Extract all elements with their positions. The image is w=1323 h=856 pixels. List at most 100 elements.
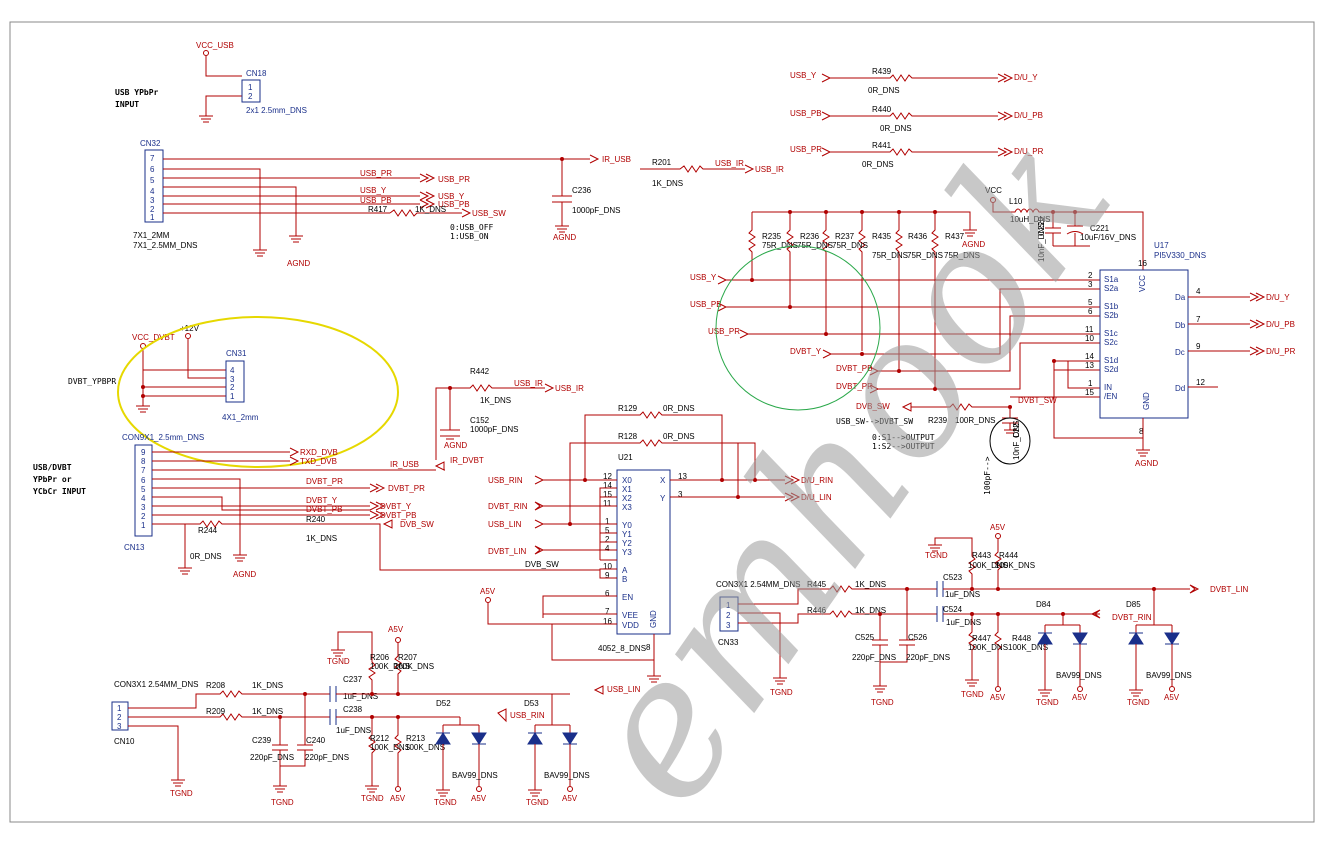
svg-text:EN: EN bbox=[622, 593, 633, 602]
connector-cn31: VCC_DVBT +12V CN31 4 3 2 1 4X1_2mm DVBT_… bbox=[68, 324, 259, 422]
svg-text:13: 13 bbox=[678, 472, 687, 481]
svg-text:AGND: AGND bbox=[287, 259, 310, 268]
connector-cn18: VCC_USB CN18 1 2 2x1 2.5mm_DNS bbox=[196, 41, 307, 123]
ref-label: CN31 bbox=[226, 349, 247, 358]
svg-text:13: 13 bbox=[1085, 361, 1094, 370]
svg-text:1: 1 bbox=[726, 601, 731, 610]
svg-text:A5V: A5V bbox=[1164, 693, 1180, 702]
highlight-circle-green bbox=[715, 245, 881, 411]
ref-label: U21 bbox=[618, 453, 633, 462]
svg-text:100K_DNS: 100K_DNS bbox=[394, 662, 434, 671]
ref-label: CN18 bbox=[246, 69, 267, 78]
svg-text:C152: C152 bbox=[470, 416, 490, 425]
svg-text:USB_IR: USB_IR bbox=[555, 384, 584, 393]
svg-text:VCC_DVBT: VCC_DVBT bbox=[132, 333, 175, 342]
value-label: CON3X1 2.54MM_DNS bbox=[114, 680, 198, 689]
ref-label: U17 bbox=[1154, 241, 1169, 250]
svg-text:10: 10 bbox=[1085, 334, 1094, 343]
svg-text:X1: X1 bbox=[622, 485, 632, 494]
svg-text:100K_DNS: 100K_DNS bbox=[405, 743, 445, 752]
svg-text:8: 8 bbox=[646, 643, 651, 652]
svg-text:75R_DNS: 75R_DNS bbox=[762, 241, 798, 250]
svg-text:4: 4 bbox=[150, 187, 155, 196]
svg-text:1K_DNS: 1K_DNS bbox=[252, 707, 283, 716]
svg-text:3: 3 bbox=[678, 490, 683, 499]
svg-text:0R_DNS: 0R_DNS bbox=[663, 432, 695, 441]
section-usb-dvbt: USB/DVBT YPbPr or YCbCr INPUT bbox=[33, 463, 86, 496]
power-filter: VCC L10 10uH_DNS 10nF_DNS C220 C221 10uF… bbox=[985, 186, 1144, 270]
svg-text:GND: GND bbox=[1142, 392, 1151, 410]
svg-text:D84: D84 bbox=[1036, 600, 1051, 609]
svg-text:TGND: TGND bbox=[1127, 698, 1150, 707]
svg-text:S1d: S1d bbox=[1104, 356, 1118, 365]
svg-text:R212: R212 bbox=[370, 734, 390, 743]
svg-text:IR_USB: IR_USB bbox=[602, 155, 631, 164]
svg-text:75R_DNS: 75R_DNS bbox=[872, 251, 908, 260]
svg-text:USB_Y: USB_Y bbox=[690, 273, 717, 282]
svg-text:7: 7 bbox=[141, 466, 146, 475]
svg-text:USB_Y: USB_Y bbox=[790, 71, 817, 80]
svg-text:R440: R440 bbox=[872, 105, 892, 114]
svg-text:Dc: Dc bbox=[1175, 348, 1185, 357]
svg-text:7: 7 bbox=[605, 607, 610, 616]
svg-text:R207: R207 bbox=[398, 653, 418, 662]
svg-text:75R_DNS: 75R_DNS bbox=[832, 241, 868, 250]
svg-text:R436: R436 bbox=[908, 232, 928, 241]
svg-text:D/U_LIN: D/U_LIN bbox=[801, 493, 832, 502]
svg-text:R244: R244 bbox=[198, 526, 218, 535]
svg-text:R435: R435 bbox=[872, 232, 892, 241]
svg-text:100pF-->: 100pF--> bbox=[983, 456, 992, 495]
svg-text:TGND: TGND bbox=[526, 798, 549, 807]
svg-text:0R_DNS: 0R_DNS bbox=[190, 552, 222, 561]
svg-text:AGND: AGND bbox=[553, 233, 576, 242]
svg-text:C238: C238 bbox=[343, 705, 363, 714]
svg-text:S1c: S1c bbox=[1104, 329, 1118, 338]
svg-text:R441: R441 bbox=[872, 141, 892, 150]
termination-resistors: AGND R235 75R_DNS R236 75R_DNS R237 75R_… bbox=[748, 210, 985, 387]
svg-text:1K_DNS: 1K_DNS bbox=[855, 606, 886, 615]
svg-text:7: 7 bbox=[1196, 315, 1201, 324]
svg-text:6: 6 bbox=[141, 476, 146, 485]
svg-text:1K_DNS: 1K_DNS bbox=[855, 580, 886, 589]
svg-text:2: 2 bbox=[605, 535, 610, 544]
svg-text:USB_PB: USB_PB bbox=[360, 196, 392, 205]
ir-dvbt-block: AGND C152 1000pF_DNS R442 1K_DNS USB_IR … bbox=[435, 367, 584, 460]
svg-text:1:USB_ON: 1:USB_ON bbox=[450, 232, 489, 241]
svg-text:TGND: TGND bbox=[434, 798, 457, 807]
svg-text:Db: Db bbox=[1175, 321, 1186, 330]
svg-text:C525: C525 bbox=[855, 633, 875, 642]
svg-text:AGND: AGND bbox=[444, 441, 467, 450]
svg-text:BAV99_DNS: BAV99_DNS bbox=[1056, 671, 1102, 680]
annotation-circle bbox=[989, 417, 1031, 465]
svg-text:S1b: S1b bbox=[1104, 302, 1119, 311]
svg-text:14: 14 bbox=[1085, 352, 1094, 361]
svg-text:DVBT_YPBPR: DVBT_YPBPR bbox=[68, 377, 116, 386]
svg-text:DVB_SW: DVB_SW bbox=[400, 520, 434, 529]
svg-text:4: 4 bbox=[141, 494, 146, 503]
svg-text:R445: R445 bbox=[807, 580, 827, 589]
svg-text:R442: R442 bbox=[470, 367, 490, 376]
svg-text:15: 15 bbox=[1085, 388, 1094, 397]
svg-text:1uF_DNS: 1uF_DNS bbox=[343, 692, 378, 701]
svg-text:TGND: TGND bbox=[961, 690, 984, 699]
svg-text:S1a: S1a bbox=[1104, 275, 1119, 284]
svg-text:DVBT_Y: DVBT_Y bbox=[306, 496, 338, 505]
svg-text:220pF_DNS: 220pF_DNS bbox=[906, 653, 950, 662]
svg-text:15: 15 bbox=[603, 490, 612, 499]
svg-text:IR_DVBT: IR_DVBT bbox=[450, 456, 484, 465]
svg-text:TGND: TGND bbox=[271, 798, 294, 807]
svg-text:Dd: Dd bbox=[1175, 384, 1185, 393]
svg-text:1: 1 bbox=[150, 213, 155, 222]
svg-text:BAV99_DNS: BAV99_DNS bbox=[544, 771, 590, 780]
svg-text:USB_LIN: USB_LIN bbox=[488, 520, 522, 529]
svg-text:Y3: Y3 bbox=[622, 548, 632, 557]
svg-text:1000pF_DNS: 1000pF_DNS bbox=[470, 425, 518, 434]
svg-text:R439: R439 bbox=[872, 67, 892, 76]
svg-text:1K_DNS: 1K_DNS bbox=[415, 205, 446, 214]
svg-text:GND: GND bbox=[649, 610, 658, 628]
svg-text:D/U_PR: D/U_PR bbox=[1014, 147, 1044, 156]
svg-text:C240: C240 bbox=[306, 736, 326, 745]
power-label: VCC_USB bbox=[196, 41, 234, 50]
